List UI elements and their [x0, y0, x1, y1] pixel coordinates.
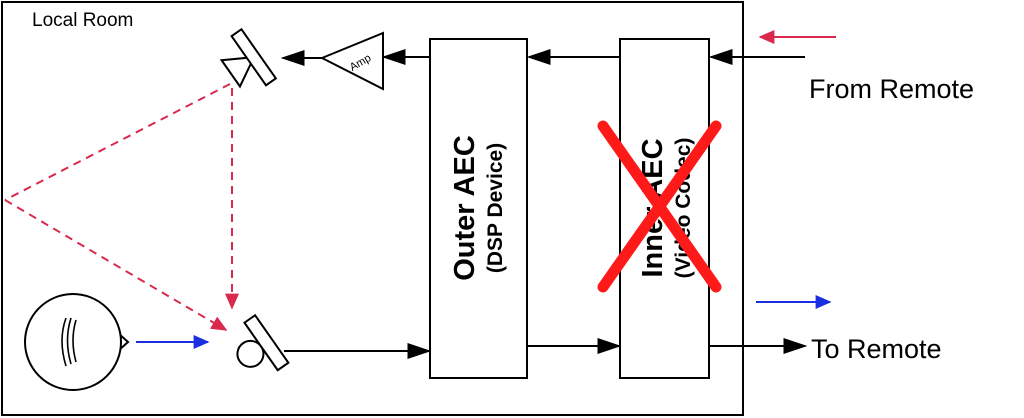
echo-path [4, 83, 239, 331]
echo-path-reflect-in [4, 83, 231, 201]
amplifier-icon: Amp [319, 31, 384, 91]
disabled-x-mark [597, 120, 722, 293]
room-boundary [1, 1, 744, 416]
to-remote-label: To Remote [811, 334, 942, 364]
from-remote-label: From Remote [809, 74, 974, 104]
speaker-icon [219, 27, 278, 89]
person-head-icon [24, 293, 130, 391]
room-label: Local Room [32, 10, 133, 31]
microphone-icon [236, 313, 290, 372]
outer-aec-title: Outer AEC [449, 135, 481, 281]
signal-paths [280, 49, 808, 359]
echo-path-reflect-out [4, 199, 228, 331]
outer-aec-subtitle: (DSP Device) [484, 143, 507, 273]
outer-aec-block [429, 38, 528, 379]
